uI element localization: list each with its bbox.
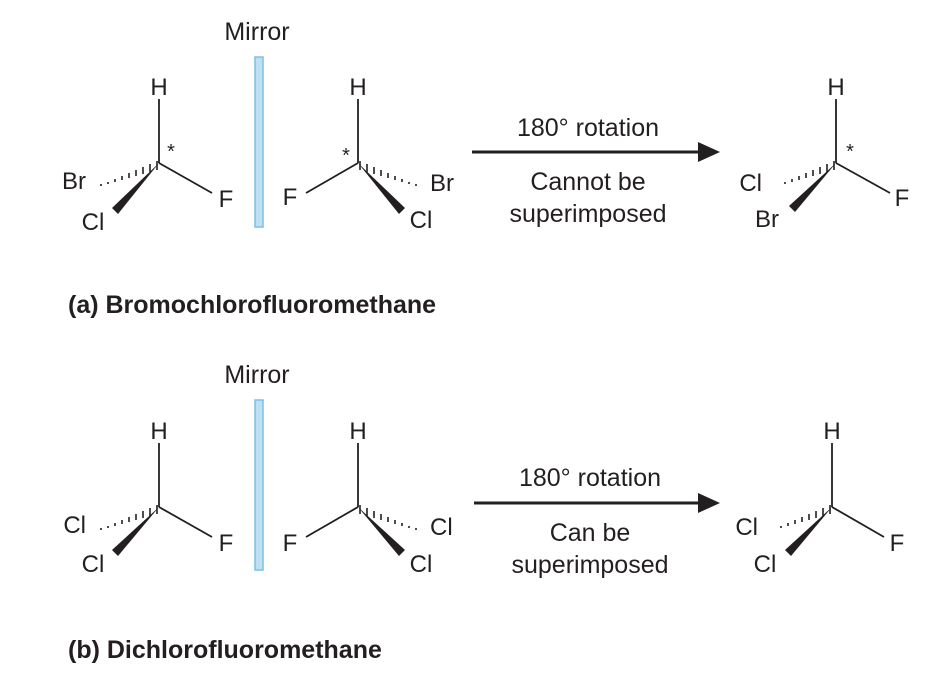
atom-top: H: [150, 418, 167, 445]
panel-a: Mirror H Br Cl F *: [62, 18, 909, 319]
atom-wedge: Cl: [82, 551, 105, 578]
result-line-2: superimposed: [511, 551, 668, 579]
result-line-1: Can be: [550, 519, 631, 547]
bond-to-plain: [835, 162, 891, 194]
atom-hash: Br: [62, 168, 86, 195]
wedge-bond: [785, 507, 832, 556]
wedge-bond: [789, 163, 836, 212]
bond-to-plain: [305, 162, 359, 194]
result-line-2: superimposed: [509, 200, 666, 228]
rotation-label: 180° rotation: [517, 114, 659, 142]
atom-plain: F: [890, 530, 905, 557]
atom-plain: F: [283, 530, 298, 557]
molecule-mirror-image: H Br Cl F *: [283, 74, 454, 234]
atom-wedge: Br: [755, 206, 779, 233]
bond-to-plain: [831, 506, 885, 538]
atom-hash: Cl: [739, 170, 762, 197]
atom-wedge: Cl: [82, 209, 105, 236]
hashed-bond: [100, 161, 158, 186]
panel-title: (a) Bromochlorofluoromethane: [68, 291, 436, 319]
bond-to-plain: [305, 506, 359, 538]
hashed-bond: [780, 505, 831, 528]
mirror-label: Mirror: [224, 18, 289, 46]
mirror-plane: [254, 56, 264, 228]
atom-hash: Br: [430, 170, 454, 197]
atom-wedge: Cl: [410, 551, 433, 578]
atom-hash: Cl: [735, 514, 758, 541]
atom-hash: Cl: [430, 514, 453, 541]
bond-to-plain: [158, 162, 213, 194]
rotation-arrow: [474, 493, 720, 513]
rotation-label: 180° rotation: [519, 464, 661, 492]
molecule-rotated: H Cl Cl F: [735, 418, 904, 578]
hashed-bond: [359, 505, 417, 530]
atom-top: H: [349, 74, 366, 101]
hashed-bond: [100, 505, 158, 530]
atom-plain: F: [283, 184, 298, 211]
chiral-marker: *: [846, 141, 854, 163]
molecule-original: H Br Cl F *: [62, 74, 233, 236]
atom-plain: F: [895, 185, 910, 212]
wedge-bond: [358, 507, 405, 556]
panel-title: (b) Dichlorofluoromethane: [68, 636, 382, 664]
molecule-rotated: H Cl Br F *: [739, 74, 909, 233]
atom-wedge: Cl: [410, 207, 433, 234]
result-line-1: Cannot be: [530, 168, 645, 196]
atom-top: H: [349, 418, 366, 445]
mirror-label: Mirror: [224, 361, 289, 389]
hashed-bond: [784, 161, 835, 184]
panel-b: Mirror H Cl Cl F: [63, 361, 904, 664]
wedge-bond: [112, 507, 159, 556]
atom-plain: F: [219, 530, 234, 557]
chiral-marker: *: [167, 141, 175, 163]
atom-top: H: [150, 74, 167, 101]
molecule-original: H Cl Cl F: [63, 418, 233, 578]
rotation-arrow: [472, 142, 720, 162]
hashed-bond: [359, 161, 417, 186]
atom-top: H: [823, 418, 840, 445]
molecule-mirror-image: H Cl Cl F: [283, 418, 453, 578]
mirror-plane: [254, 399, 264, 571]
atom-plain: F: [219, 186, 234, 213]
bond-to-plain: [158, 506, 213, 538]
atom-hash: Cl: [63, 512, 86, 539]
wedge-bond: [112, 163, 159, 214]
wedge-bond: [358, 163, 405, 214]
chiral-marker: *: [342, 145, 350, 167]
atom-wedge: Cl: [754, 551, 777, 578]
atom-top: H: [827, 74, 844, 101]
